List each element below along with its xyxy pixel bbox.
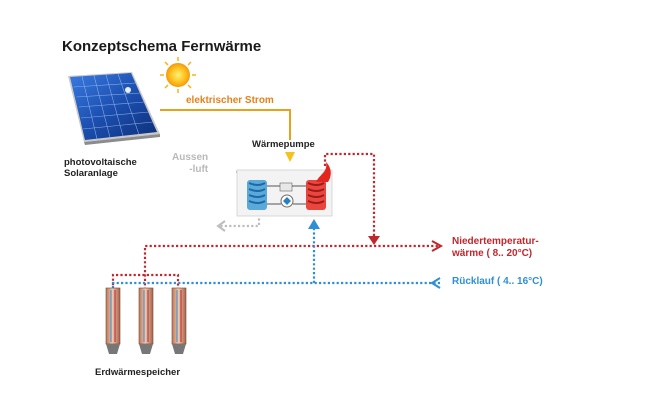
outside-air-line1: Aussen (172, 152, 209, 163)
geothermal-storage-label: Erdwärmespeicher (95, 367, 181, 378)
diagram-title: Konzeptschema Fernwärme (62, 38, 262, 55)
hot-arrow-right (431, 240, 444, 252)
solar-panel-icon (68, 72, 160, 145)
low-temperature-line2: wärme ( 8.. 20°C) (452, 248, 533, 259)
heat-pump-label: Wärmepumpe (252, 139, 315, 150)
pv-label-line2: Solaranlage (64, 168, 118, 179)
low-temperature-heat-label: Niedertemperatur- wärme ( 8.. 20°C) (452, 236, 539, 260)
return-arrow-up (308, 219, 320, 229)
outside-air-line2: -luft (189, 164, 209, 175)
heat-pump-icon (236, 152, 333, 217)
hot-arrow-down (368, 236, 380, 245)
electric-line (160, 109, 291, 140)
low-temperature-line1: Niedertemperatur- (452, 236, 539, 247)
return-flow-label: Rücklauf ( 4.. 16°C) (452, 276, 543, 287)
probe-2 (138, 287, 154, 354)
return-arrow-left (430, 277, 441, 289)
return-line (111, 228, 440, 300)
probe-3 (171, 287, 187, 354)
sun-icon (160, 57, 196, 93)
pv-label: photovoltaische Solaranlage (64, 157, 137, 179)
electric-current-label: elektrischer Strom (186, 95, 274, 106)
air-arrow-left (216, 220, 226, 232)
outside-air-label: Aussen -luft (172, 152, 208, 176)
pv-label-line1: photovoltaische (64, 157, 137, 168)
borehole-probes (105, 287, 187, 354)
probe-1 (105, 287, 121, 354)
